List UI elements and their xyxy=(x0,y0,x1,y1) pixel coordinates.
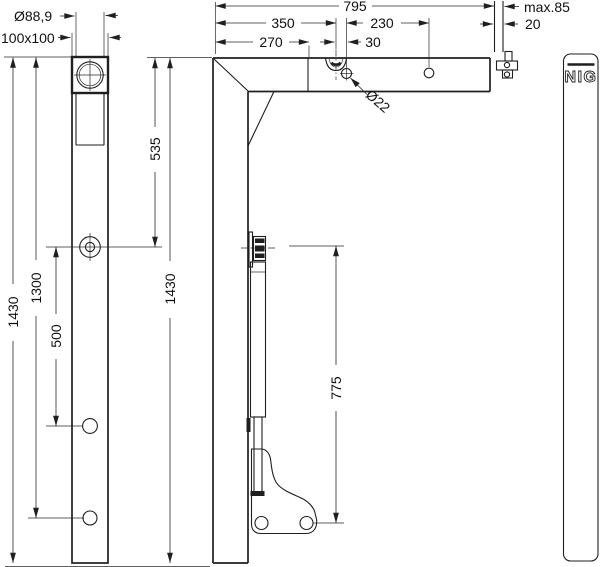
dim-tube-diameter-label: Ø88,9 xyxy=(14,8,52,24)
bracket-hole-1 xyxy=(254,515,269,531)
lock-knob-outer xyxy=(324,57,348,72)
handle-block xyxy=(252,235,267,262)
dim-795-label: 795 xyxy=(343,0,367,14)
brand-logo-text: NIG xyxy=(565,69,598,86)
catch-tab xyxy=(501,69,514,79)
dim-230-label: 230 xyxy=(370,15,394,31)
catch-bolt-2 xyxy=(503,71,511,78)
dim-350-label: 350 xyxy=(271,15,295,31)
front-post-head-square xyxy=(70,55,110,95)
corner-diagonal xyxy=(213,58,249,92)
dim-max85-label: max.85 xyxy=(524,0,570,15)
label-backgrounds xyxy=(6,0,401,411)
dim-1300-label: 1300 xyxy=(28,272,44,303)
dim-535-label: 535 xyxy=(147,137,163,161)
bottom-bracket xyxy=(250,448,318,535)
dim-500-label: 500 xyxy=(48,324,64,348)
catch-bolt-1 xyxy=(503,61,511,69)
arm-hole-2 xyxy=(423,67,435,79)
gusset-diagonal xyxy=(247,91,275,147)
dim-270-label: 270 xyxy=(259,34,283,50)
spring-clip xyxy=(246,418,251,432)
dim-1430-side-label: 1430 xyxy=(162,273,178,304)
dim-1430-front-label: 1430 xyxy=(5,296,21,327)
hole-diameter-leader xyxy=(350,77,368,95)
dim-post-section-label: 100x100 xyxy=(1,30,55,46)
brand-plate: NIG xyxy=(562,53,599,562)
dimension-labels: Ø88,9 100x100 795 350 230 270 30 max.85 … xyxy=(1,0,570,400)
dim-30-label: 30 xyxy=(365,34,381,50)
handle-band-3 xyxy=(255,253,265,258)
dim-20-label: 20 xyxy=(525,16,541,32)
side-view xyxy=(212,1,519,564)
dim-775-label: 775 xyxy=(328,376,344,400)
brand-plate-body xyxy=(562,53,599,562)
handle-band-1 xyxy=(255,238,265,243)
spring-foot xyxy=(250,491,265,496)
handle-band-2 xyxy=(255,245,265,252)
